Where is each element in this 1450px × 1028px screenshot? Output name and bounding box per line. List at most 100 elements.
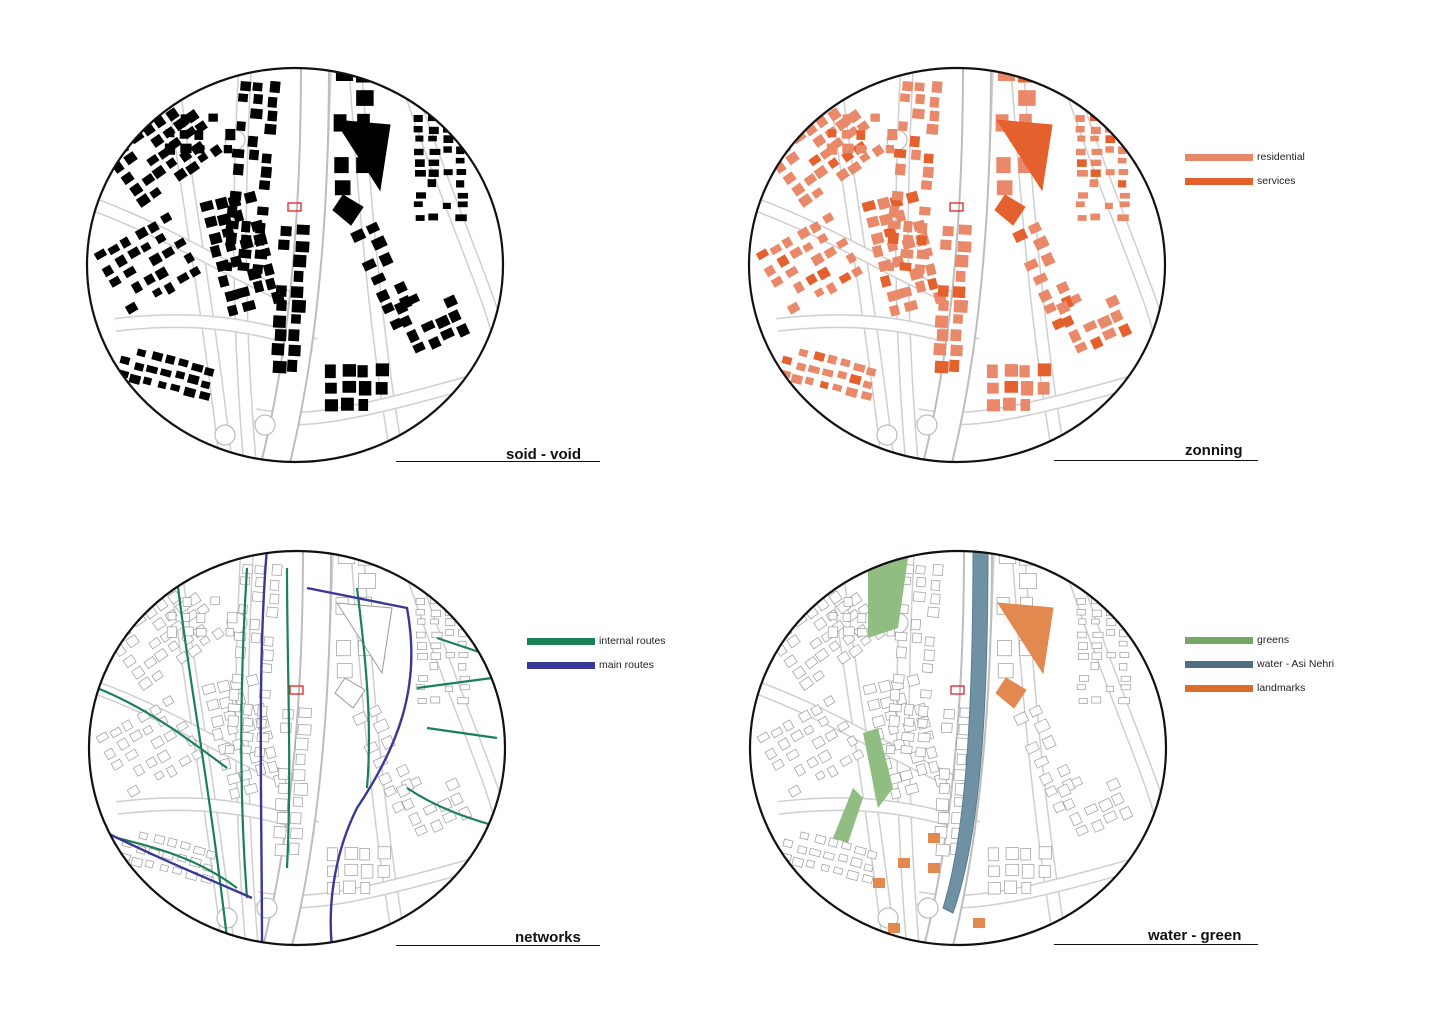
building: [291, 299, 307, 313]
building: [786, 301, 801, 315]
building: [156, 749, 172, 764]
building: [413, 201, 423, 208]
building: [816, 266, 832, 281]
building: [295, 753, 306, 766]
map-water-green: [755, 551, 1166, 945]
building: [1120, 684, 1131, 691]
roundabout: [876, 424, 898, 446]
building: [1005, 863, 1020, 876]
building: [444, 685, 453, 693]
building: [257, 705, 268, 718]
building: [1090, 126, 1101, 135]
building: [902, 234, 914, 244]
building: [173, 167, 188, 182]
building: [336, 663, 353, 679]
building: [142, 376, 153, 386]
building: [191, 748, 204, 761]
building: [417, 698, 427, 704]
buildings: [755, 68, 1133, 412]
building: [1091, 696, 1102, 704]
building: [807, 364, 821, 375]
building: [1090, 135, 1099, 142]
building: [1092, 631, 1104, 639]
building: [256, 206, 269, 216]
building: [845, 386, 859, 399]
building: [826, 143, 837, 155]
building: [227, 715, 240, 728]
building: [1023, 258, 1039, 272]
building: [817, 749, 833, 764]
building: [186, 373, 200, 386]
building: [1012, 228, 1029, 244]
building: [785, 748, 800, 762]
building: [827, 837, 839, 848]
building: [1033, 755, 1050, 769]
building: [902, 80, 914, 92]
building: [870, 231, 885, 246]
building: [828, 640, 841, 653]
site-marker: [289, 685, 304, 695]
building: [209, 244, 222, 259]
building: [239, 745, 252, 755]
building: [914, 264, 926, 275]
building: [254, 565, 265, 575]
building: [1005, 847, 1020, 860]
building: [430, 696, 441, 704]
building: [95, 731, 110, 744]
building: [377, 771, 393, 786]
building: [260, 663, 273, 674]
building: [804, 656, 819, 670]
building: [1082, 320, 1098, 333]
building: [242, 717, 254, 727]
building: [1101, 327, 1117, 341]
building: [290, 286, 304, 299]
building: [149, 186, 162, 199]
legend-label: services: [1257, 175, 1296, 187]
building: [958, 224, 972, 236]
building: [942, 225, 954, 237]
building: [224, 289, 240, 303]
building: [119, 355, 131, 366]
building: [1037, 288, 1053, 303]
building: [823, 695, 836, 707]
building: [885, 145, 895, 154]
building: [1102, 810, 1118, 824]
building: [865, 366, 877, 377]
building: [894, 631, 908, 642]
building: [280, 225, 292, 237]
building: [443, 169, 453, 176]
building: [208, 231, 223, 246]
building: [458, 663, 467, 671]
building: [269, 593, 280, 605]
building: [395, 763, 410, 778]
building: [166, 626, 177, 638]
building: [1004, 364, 1019, 377]
building: [389, 317, 404, 331]
building: [356, 90, 374, 106]
building: [781, 236, 794, 249]
building: [167, 612, 177, 621]
building: [1076, 159, 1087, 167]
building: [254, 249, 268, 260]
building: [1117, 157, 1127, 164]
building: [952, 314, 964, 324]
building: [217, 274, 230, 288]
building: [342, 880, 356, 894]
building: [151, 669, 164, 682]
building: [915, 763, 928, 777]
building: [415, 215, 425, 221]
building: [795, 362, 807, 372]
building: [443, 135, 454, 144]
building: [1119, 663, 1128, 671]
legend-swatch: [1185, 636, 1253, 644]
building: [350, 228, 367, 244]
building: [288, 842, 300, 856]
building: [787, 784, 802, 798]
legend-swatch: [1185, 153, 1253, 161]
building: [119, 236, 132, 249]
building: [840, 841, 852, 851]
building: [879, 274, 892, 288]
building: [336, 640, 351, 657]
landmark-block: [336, 602, 393, 675]
legend-swatch: [527, 661, 595, 669]
